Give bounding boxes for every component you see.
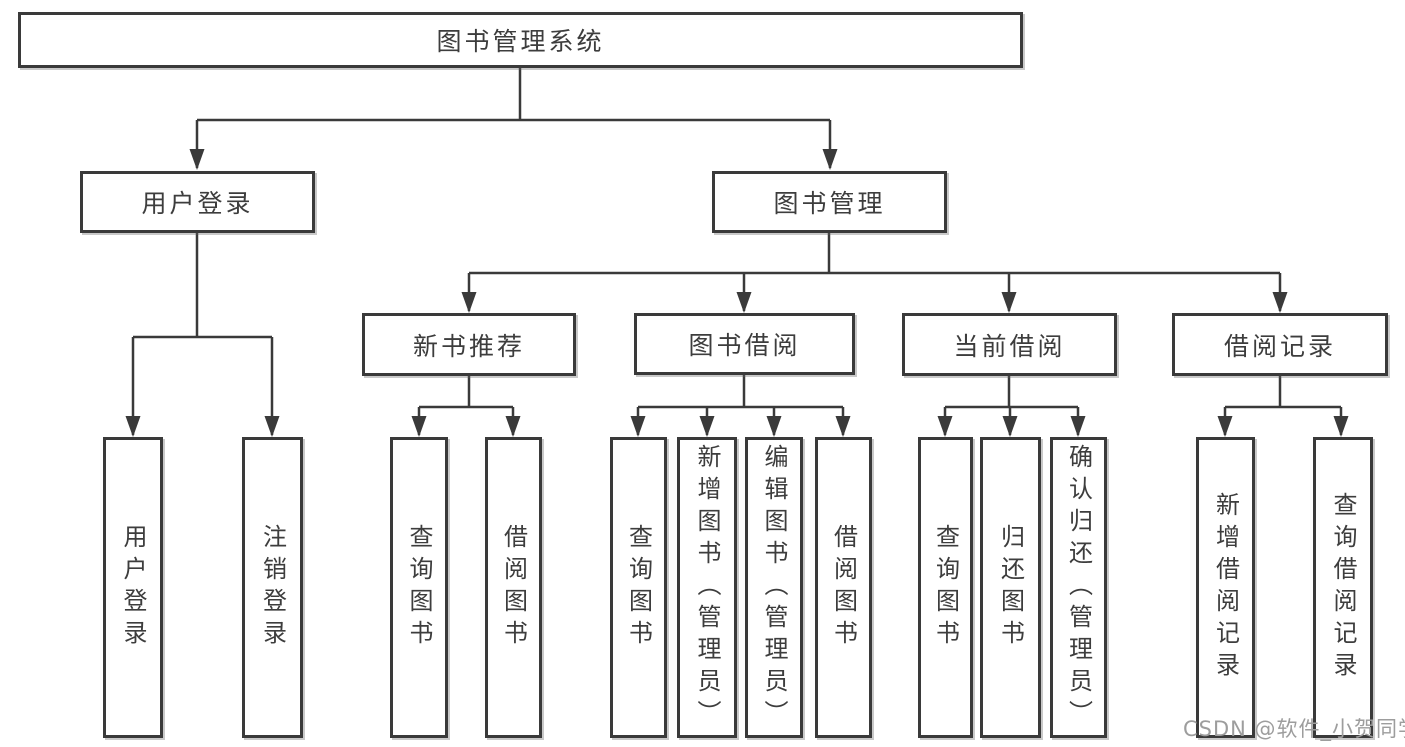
leaf-borrow-books-recommend: 借阅图书 xyxy=(485,437,542,738)
node-label: 查询图书 xyxy=(405,523,433,652)
node-current-borrow: 当前借阅 xyxy=(902,313,1117,376)
leaf-query-borrow-record: 查询借阅记录 xyxy=(1313,437,1373,738)
node-label: 图书管理 xyxy=(773,189,886,218)
leaf-confirm-return-admin: 确认归还（管理员） xyxy=(1050,437,1107,738)
node-label: 借阅记录 xyxy=(1223,331,1336,361)
leaf-add-books-admin: 新增图书（管理员） xyxy=(677,437,737,738)
leaf-query-books-current: 查询图书 xyxy=(918,437,973,738)
node-label: 查询借阅记录 xyxy=(1329,491,1357,684)
node-label: 图书借阅 xyxy=(688,331,801,360)
node-book-management: 图书管理 xyxy=(712,171,947,233)
node-root: 图书管理系统 xyxy=(18,12,1023,68)
leaf-add-borrow-record: 新增借阅记录 xyxy=(1196,437,1255,738)
node-label: 用户登录 xyxy=(119,523,147,652)
node-label: 查询图书 xyxy=(931,523,960,652)
leaf-logout: 注销登录 xyxy=(242,437,303,738)
node-borrow-records: 借阅记录 xyxy=(1172,313,1388,376)
node-label: 新增图书（管理员） xyxy=(693,443,721,732)
node-label: 确认归还（管理员） xyxy=(1064,443,1093,732)
watermark-text: CSDN @软件_小贺同学 xyxy=(1183,717,1405,741)
node-label: 借阅图书 xyxy=(829,523,858,652)
leaf-borrow-books: 借阅图书 xyxy=(815,437,872,738)
node-label: 新书推荐 xyxy=(412,331,525,361)
node-book-borrow: 图书借阅 xyxy=(634,313,855,375)
leaf-user-login: 用户登录 xyxy=(103,437,163,738)
node-label: 查询图书 xyxy=(624,523,653,652)
node-label: 注销登录 xyxy=(258,523,287,652)
node-label: 图书管理系统 xyxy=(436,27,605,56)
leaf-query-books-recommend: 查询图书 xyxy=(390,437,448,738)
node-label: 用户登录 xyxy=(141,189,254,218)
node-label: 归还图书 xyxy=(996,523,1025,652)
leaf-edit-books-admin: 编辑图书（管理员） xyxy=(745,437,803,738)
node-new-book-recommend: 新书推荐 xyxy=(362,313,576,376)
node-user-login: 用户登录 xyxy=(80,171,315,233)
node-label: 当前借阅 xyxy=(953,331,1066,361)
node-label: 新增借阅记录 xyxy=(1211,491,1240,684)
leaf-query-books-borrow: 查询图书 xyxy=(610,437,667,738)
node-label: 编辑图书（管理员） xyxy=(760,443,788,732)
node-label: 借阅图书 xyxy=(499,523,528,652)
leaf-return-books: 归还图书 xyxy=(980,437,1041,738)
